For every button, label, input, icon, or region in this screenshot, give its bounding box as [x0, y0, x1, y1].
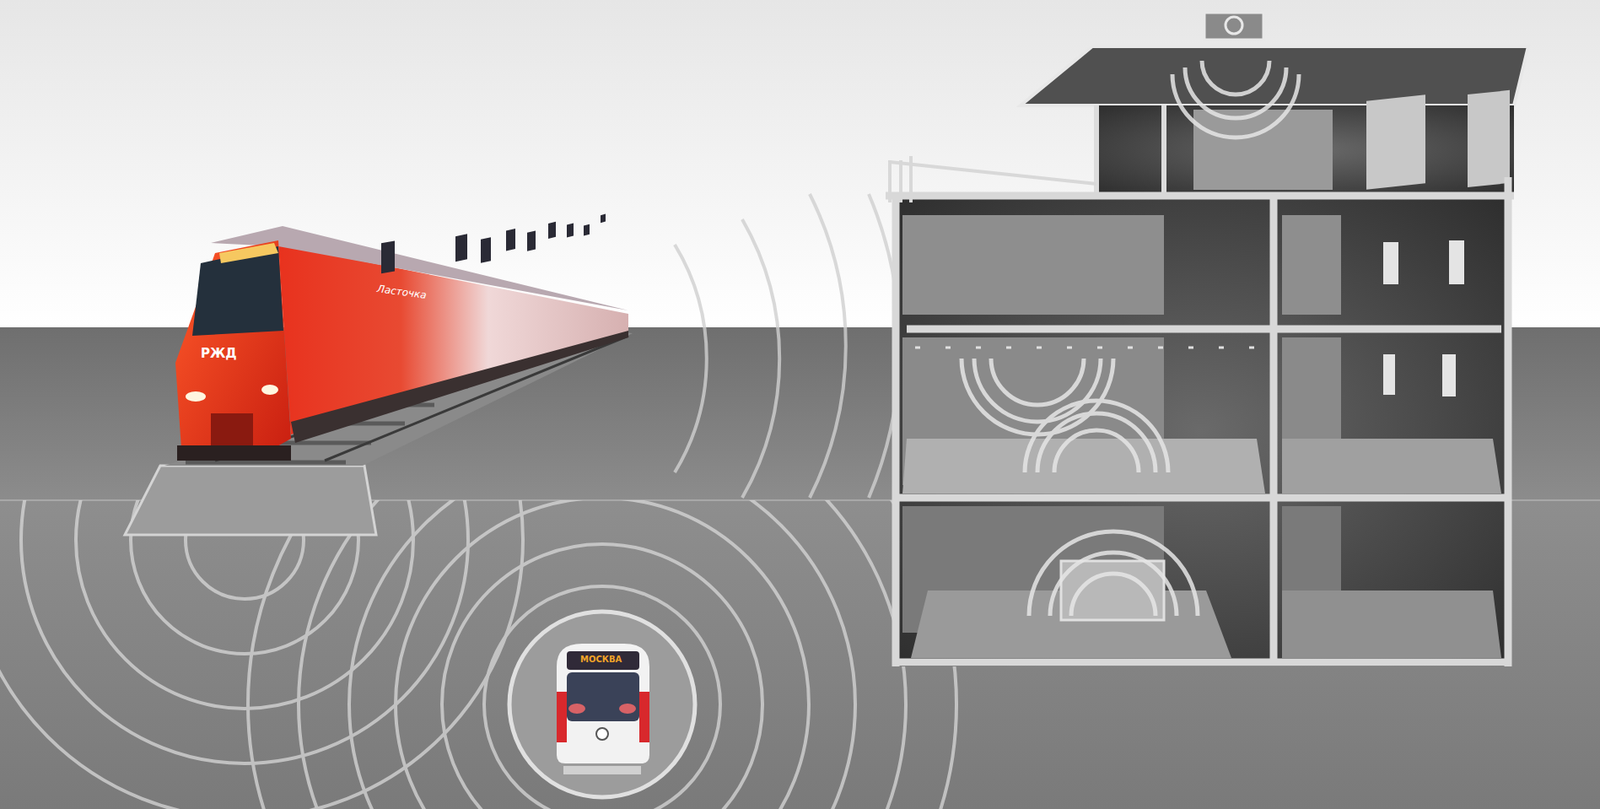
metro-destination: МОСКВА: [580, 655, 622, 664]
railway-logo: РЖД: [200, 347, 238, 361]
